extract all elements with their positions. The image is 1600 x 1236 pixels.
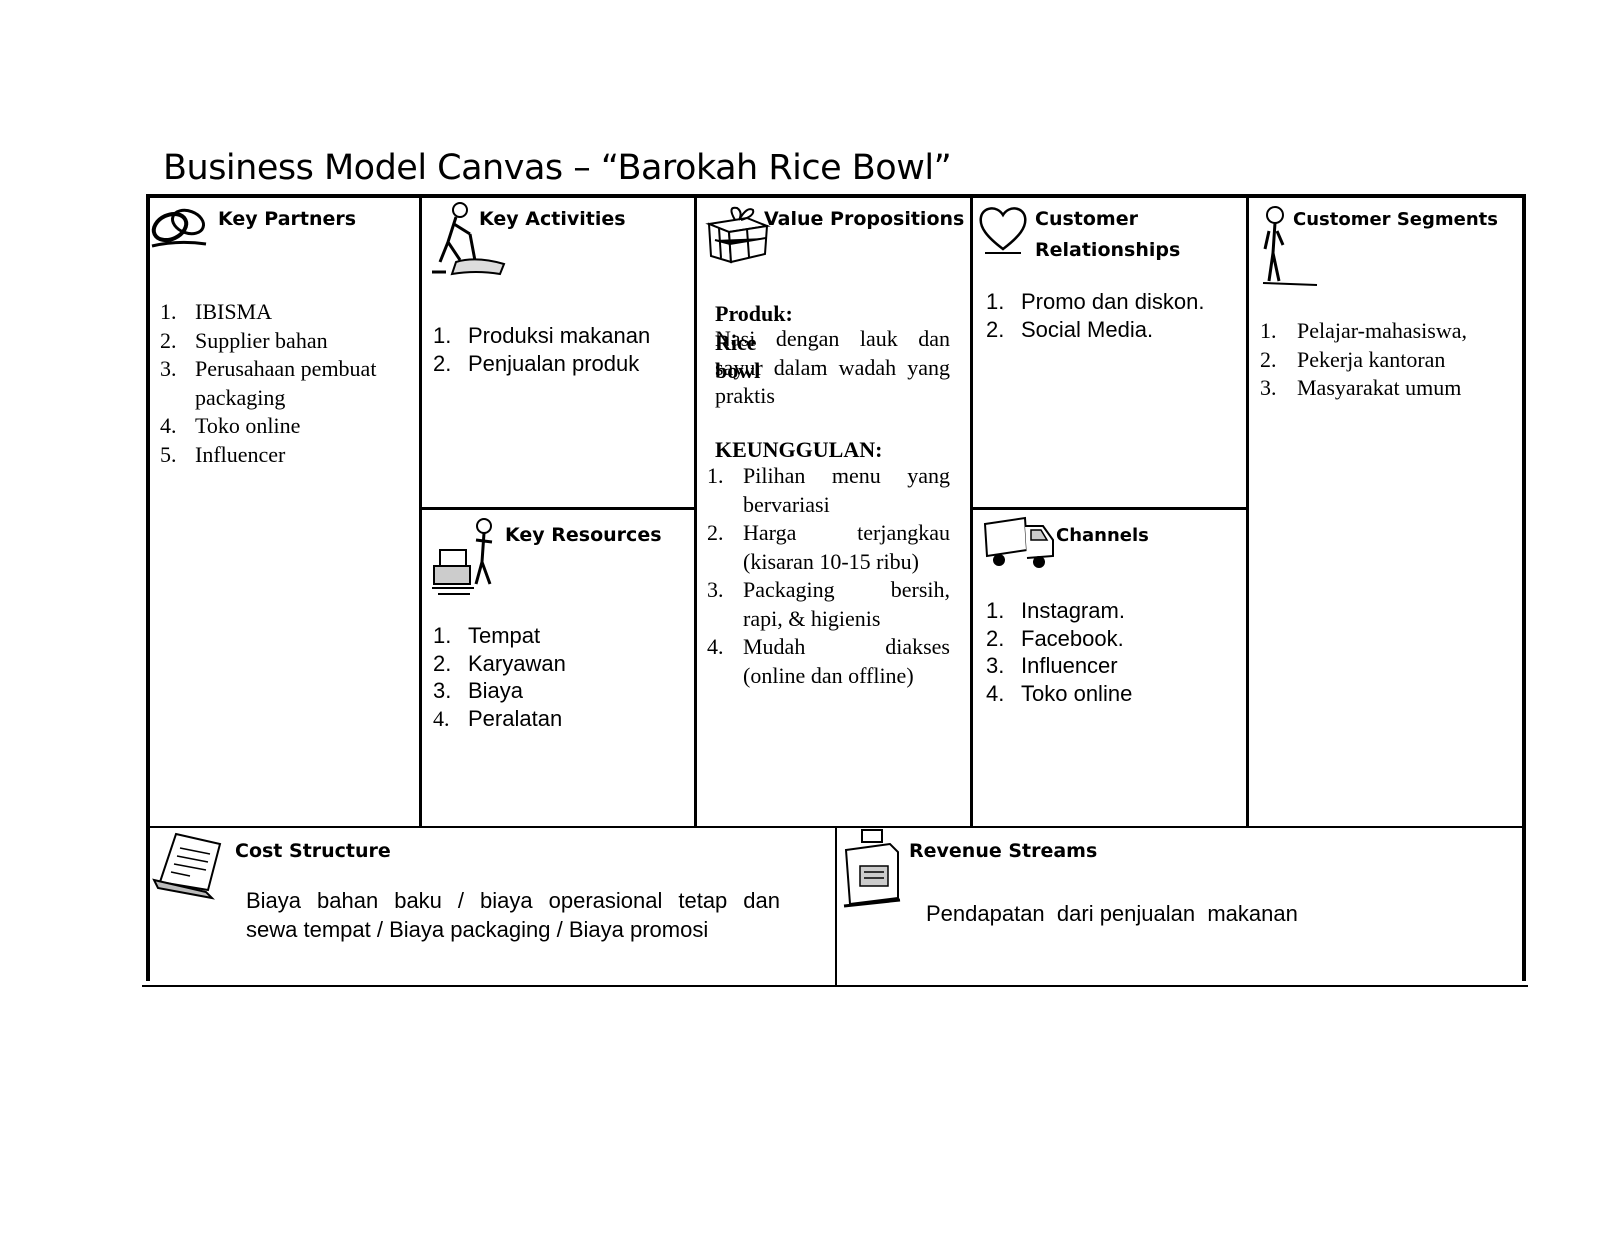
value-propositions-heading: Value Propositions [764,204,964,235]
channels-heading: Channels [1056,520,1149,551]
list-item: 3.Biaya [433,677,683,705]
list-item: 3.Packaging bersih, [707,576,950,605]
list-item: 2.Penjualan produk [433,350,683,378]
canvas-top-border [146,194,1526,198]
list-item: 2.Karyawan [433,650,683,678]
cash-register-icon [840,828,906,912]
advantages-title: KEUNGGULAN: [715,436,882,465]
cost-structure-text: Biaya bahan baku / biaya operasional tet… [246,886,780,944]
list-item: 1.Produksi makanan [433,322,683,350]
heart-icon [977,203,1029,257]
list-item: 1.Tempat [433,622,683,650]
divider-cost-revenue [835,826,837,987]
list-item: 3.Perusahaan pembuat [160,355,400,384]
list-item: bervariasi [707,491,950,520]
list-item: 3.Influencer [986,652,1236,680]
divider-kp-ka [419,194,422,827]
divider-ka-vp [694,194,697,827]
chain-links-icon [148,200,210,252]
divider-vp-cr [970,194,973,827]
canvas-right-border [1522,194,1526,981]
divider-cr-ch [971,507,1248,510]
divider-ka-kr [420,507,696,510]
customer-relationships-list: 1.Promo dan diskon. 2.Social Media. [986,288,1236,343]
key-resources-heading: Key Resources [505,520,662,551]
key-activities-list: 1.Produksi makanan 2.Penjualan produk [433,322,683,377]
revenue-streams-heading: Revenue Streams [909,836,1097,867]
person-with-boxes-icon [430,514,510,604]
list-item: (online dan offline) [707,662,950,691]
customer-relationships-heading: Customer Relationships [1035,204,1180,266]
list-item: 2.Social Media. [986,316,1236,344]
key-partners-list: 1.IBISMA 2.Supplier bahan 3.Perusahaan p… [160,298,400,469]
list-item: 2.Harga terjangkau [707,519,950,548]
divider-cr-cs [1246,194,1249,827]
delivery-truck-icon [981,514,1057,572]
revenue-streams-text: Pendapatan dari penjualan makanan [926,900,1298,928]
channels-list: 1.Instagram. 2.Facebook. 3.Influencer 4.… [986,597,1236,707]
list-item: 4.Toko online [160,412,400,441]
list-item: 1.IBISMA [160,298,400,327]
list-item: 2.Pekerja kantoran [1260,346,1515,375]
receipt-paper-icon [150,830,230,902]
customer-segments-heading: Customer Segments [1293,204,1498,235]
key-activities-heading: Key Activities [479,204,626,235]
list-item: 2.Supplier bahan [160,327,400,356]
customer-segments-list: 1.Pelajar-mahasiswa, 2.Pekerja kantoran … [1260,317,1515,403]
list-item: 4.Peralatan [433,705,683,733]
advantages-list: 1.Pilihan menu yang bervariasi 2.Harga t… [707,462,950,690]
list-item: 4.Toko online [986,680,1236,708]
list-item: 3.Masyarakat umum [1260,374,1515,403]
key-resources-list: 1.Tempat 2.Karyawan 3.Biaya 4.Peralatan [433,622,683,732]
product-description: Nasi dengan lauk dan sayur dalam wadah y… [715,325,950,411]
list-item: 4.Mudah diakses [707,633,950,662]
list-item: (kisaran 10-15 ribu) [707,548,950,577]
key-partners-heading: Key Partners [218,204,356,235]
list-item: 2.Facebook. [986,625,1236,653]
list-item: 1.Promo dan diskon. [986,288,1236,316]
list-item: rapi, & higienis [707,605,950,634]
cost-structure-heading: Cost Structure [235,836,391,867]
list-item: 5.Influencer [160,441,400,470]
list-item: 1.Pelajar-mahasiswa, [1260,317,1515,346]
list-item: 1.Instagram. [986,597,1236,625]
list-item: 1.Pilihan menu yang [707,462,950,491]
list-item: packaging [160,384,400,413]
